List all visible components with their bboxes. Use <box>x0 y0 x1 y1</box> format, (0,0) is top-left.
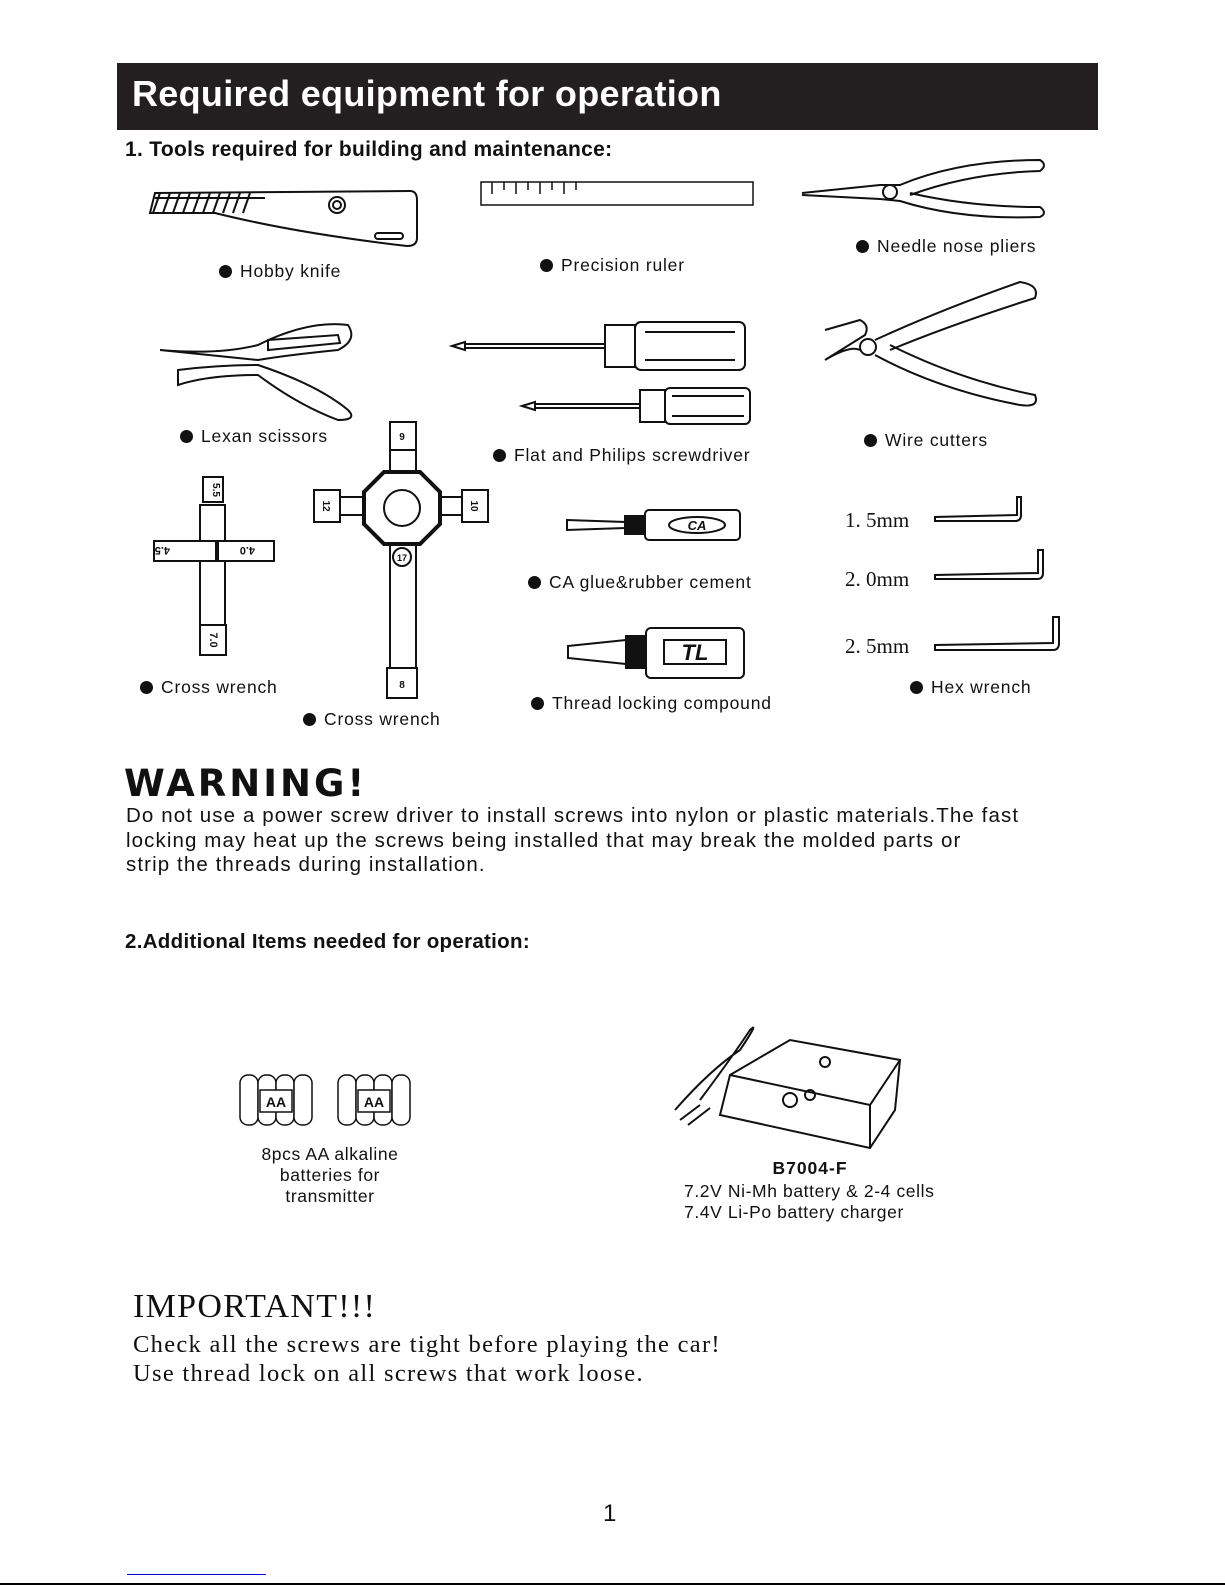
section1-heading: 1. Tools required for building and maint… <box>125 138 613 161</box>
small-cross-wrench-illustration: 5.5 4.5 4.0 7.0 <box>150 475 280 660</box>
caption-line: transmitter <box>285 1186 375 1206</box>
tool-label-screwdriver: Flat and Philips screwdriver <box>493 445 750 466</box>
wrench-size-label: 5.5 <box>210 483 221 497</box>
hex-size-label: 2. 0mm <box>845 567 910 591</box>
important-line: Check all the screws are tight before pl… <box>133 1331 721 1358</box>
precision-ruler-illustration <box>480 181 755 207</box>
warning-title: WARNING! <box>124 762 368 805</box>
caption-line: 8pcs AA alkaline <box>261 1144 399 1164</box>
tool-label-precision-ruler: Precision ruler <box>540 255 685 276</box>
page-title: Required equipment for operation <box>132 73 722 114</box>
tool-label-lexan-scissors: Lexan scissors <box>180 426 328 447</box>
tool-label-hex-wrench: Hex wrench <box>910 677 1031 698</box>
tl-mark: TL <box>682 640 709 665</box>
battery-caption: 8pcs AA alkaline batteries for transmitt… <box>230 1144 430 1207</box>
charger-caption: 7.2V Ni-Mh battery & 2-4 cells 7.4V Li-P… <box>684 1181 934 1223</box>
wire-cutters-illustration <box>820 280 1045 415</box>
wrench-size-label: 4.5 <box>155 544 170 556</box>
ca-mark: CA <box>688 518 707 533</box>
hex-wrench-illustrations <box>933 495 1063 655</box>
link-underline <box>127 1574 266 1575</box>
warning-line: strip the threads during installation. <box>126 853 486 876</box>
tool-label-ca-glue: CA glue&rubber cement <box>528 572 752 593</box>
tool-label-cross-wrench-small: Cross wrench <box>140 677 278 698</box>
ca-glue-illustration: CA <box>565 508 745 542</box>
large-cross-wrench-illustration: 9 12 10 17 8 <box>312 420 490 700</box>
wrench-size-label: 7.0 <box>207 632 219 647</box>
page-number: 1 <box>603 1500 617 1527</box>
thread-lock-illustration: TL <box>566 626 748 680</box>
wrench-size-label: 4.0 <box>240 544 255 556</box>
screwdriver-philips-illustration <box>450 320 750 372</box>
warning-line: Do not use a power screw driver to insta… <box>126 804 1020 827</box>
tool-label-cross-wrench-large: Cross wrench <box>303 709 441 730</box>
battery-mark: AA <box>266 1094 286 1110</box>
screwdriver-flat-illustration <box>520 386 755 428</box>
charger-illustration <box>670 1020 915 1150</box>
section2-heading: 2.Additional Items needed for operation: <box>125 930 530 953</box>
lexan-scissors-illustration <box>158 315 358 425</box>
important-text: Check all the screws are tight before pl… <box>133 1330 721 1388</box>
important-line: Use thread lock on all screws that work … <box>133 1360 644 1387</box>
battery-mark: AA <box>364 1094 384 1110</box>
caption-line: batteries for <box>279 1165 381 1185</box>
caption-line: 7.2V Ni-Mh battery & 2-4 cells <box>684 1181 935 1201</box>
wrench-size-label: 9 <box>399 432 405 443</box>
tool-label-wire-cutters: Wire cutters <box>864 430 988 451</box>
section-header-bar: Required equipment for operation <box>117 63 1098 130</box>
caption-line: 7.4V Li-Po battery charger <box>684 1202 904 1222</box>
wrench-size-label: 10 <box>468 500 479 512</box>
hex-size-label: 1. 5mm <box>845 508 910 532</box>
aa-batteries-illustration: AA AA <box>238 1070 418 1128</box>
wrench-size-label: 8 <box>399 680 405 691</box>
hobby-knife-illustration <box>145 188 420 248</box>
tool-label-thread-lock: Thread locking compound <box>531 693 772 714</box>
charger-model: B7004-F <box>772 1158 848 1178</box>
wrench-size-label: 12 <box>320 500 331 512</box>
warning-text: Do not use a power screw driver to insta… <box>126 804 1019 878</box>
important-title: IMPORTANT!!! <box>133 1288 377 1325</box>
hex-size-label: 2. 5mm <box>845 634 910 658</box>
warning-line: locking may heat up the screws being ins… <box>126 828 962 852</box>
wrench-size-label: 17 <box>397 553 407 563</box>
tool-label-needle-nose-pliers: Needle nose pliers <box>856 236 1036 257</box>
tool-label-hobby-knife: Hobby knife <box>219 261 341 282</box>
page-bottom-border <box>0 1583 1225 1585</box>
needle-nose-pliers-illustration <box>800 155 1050 230</box>
